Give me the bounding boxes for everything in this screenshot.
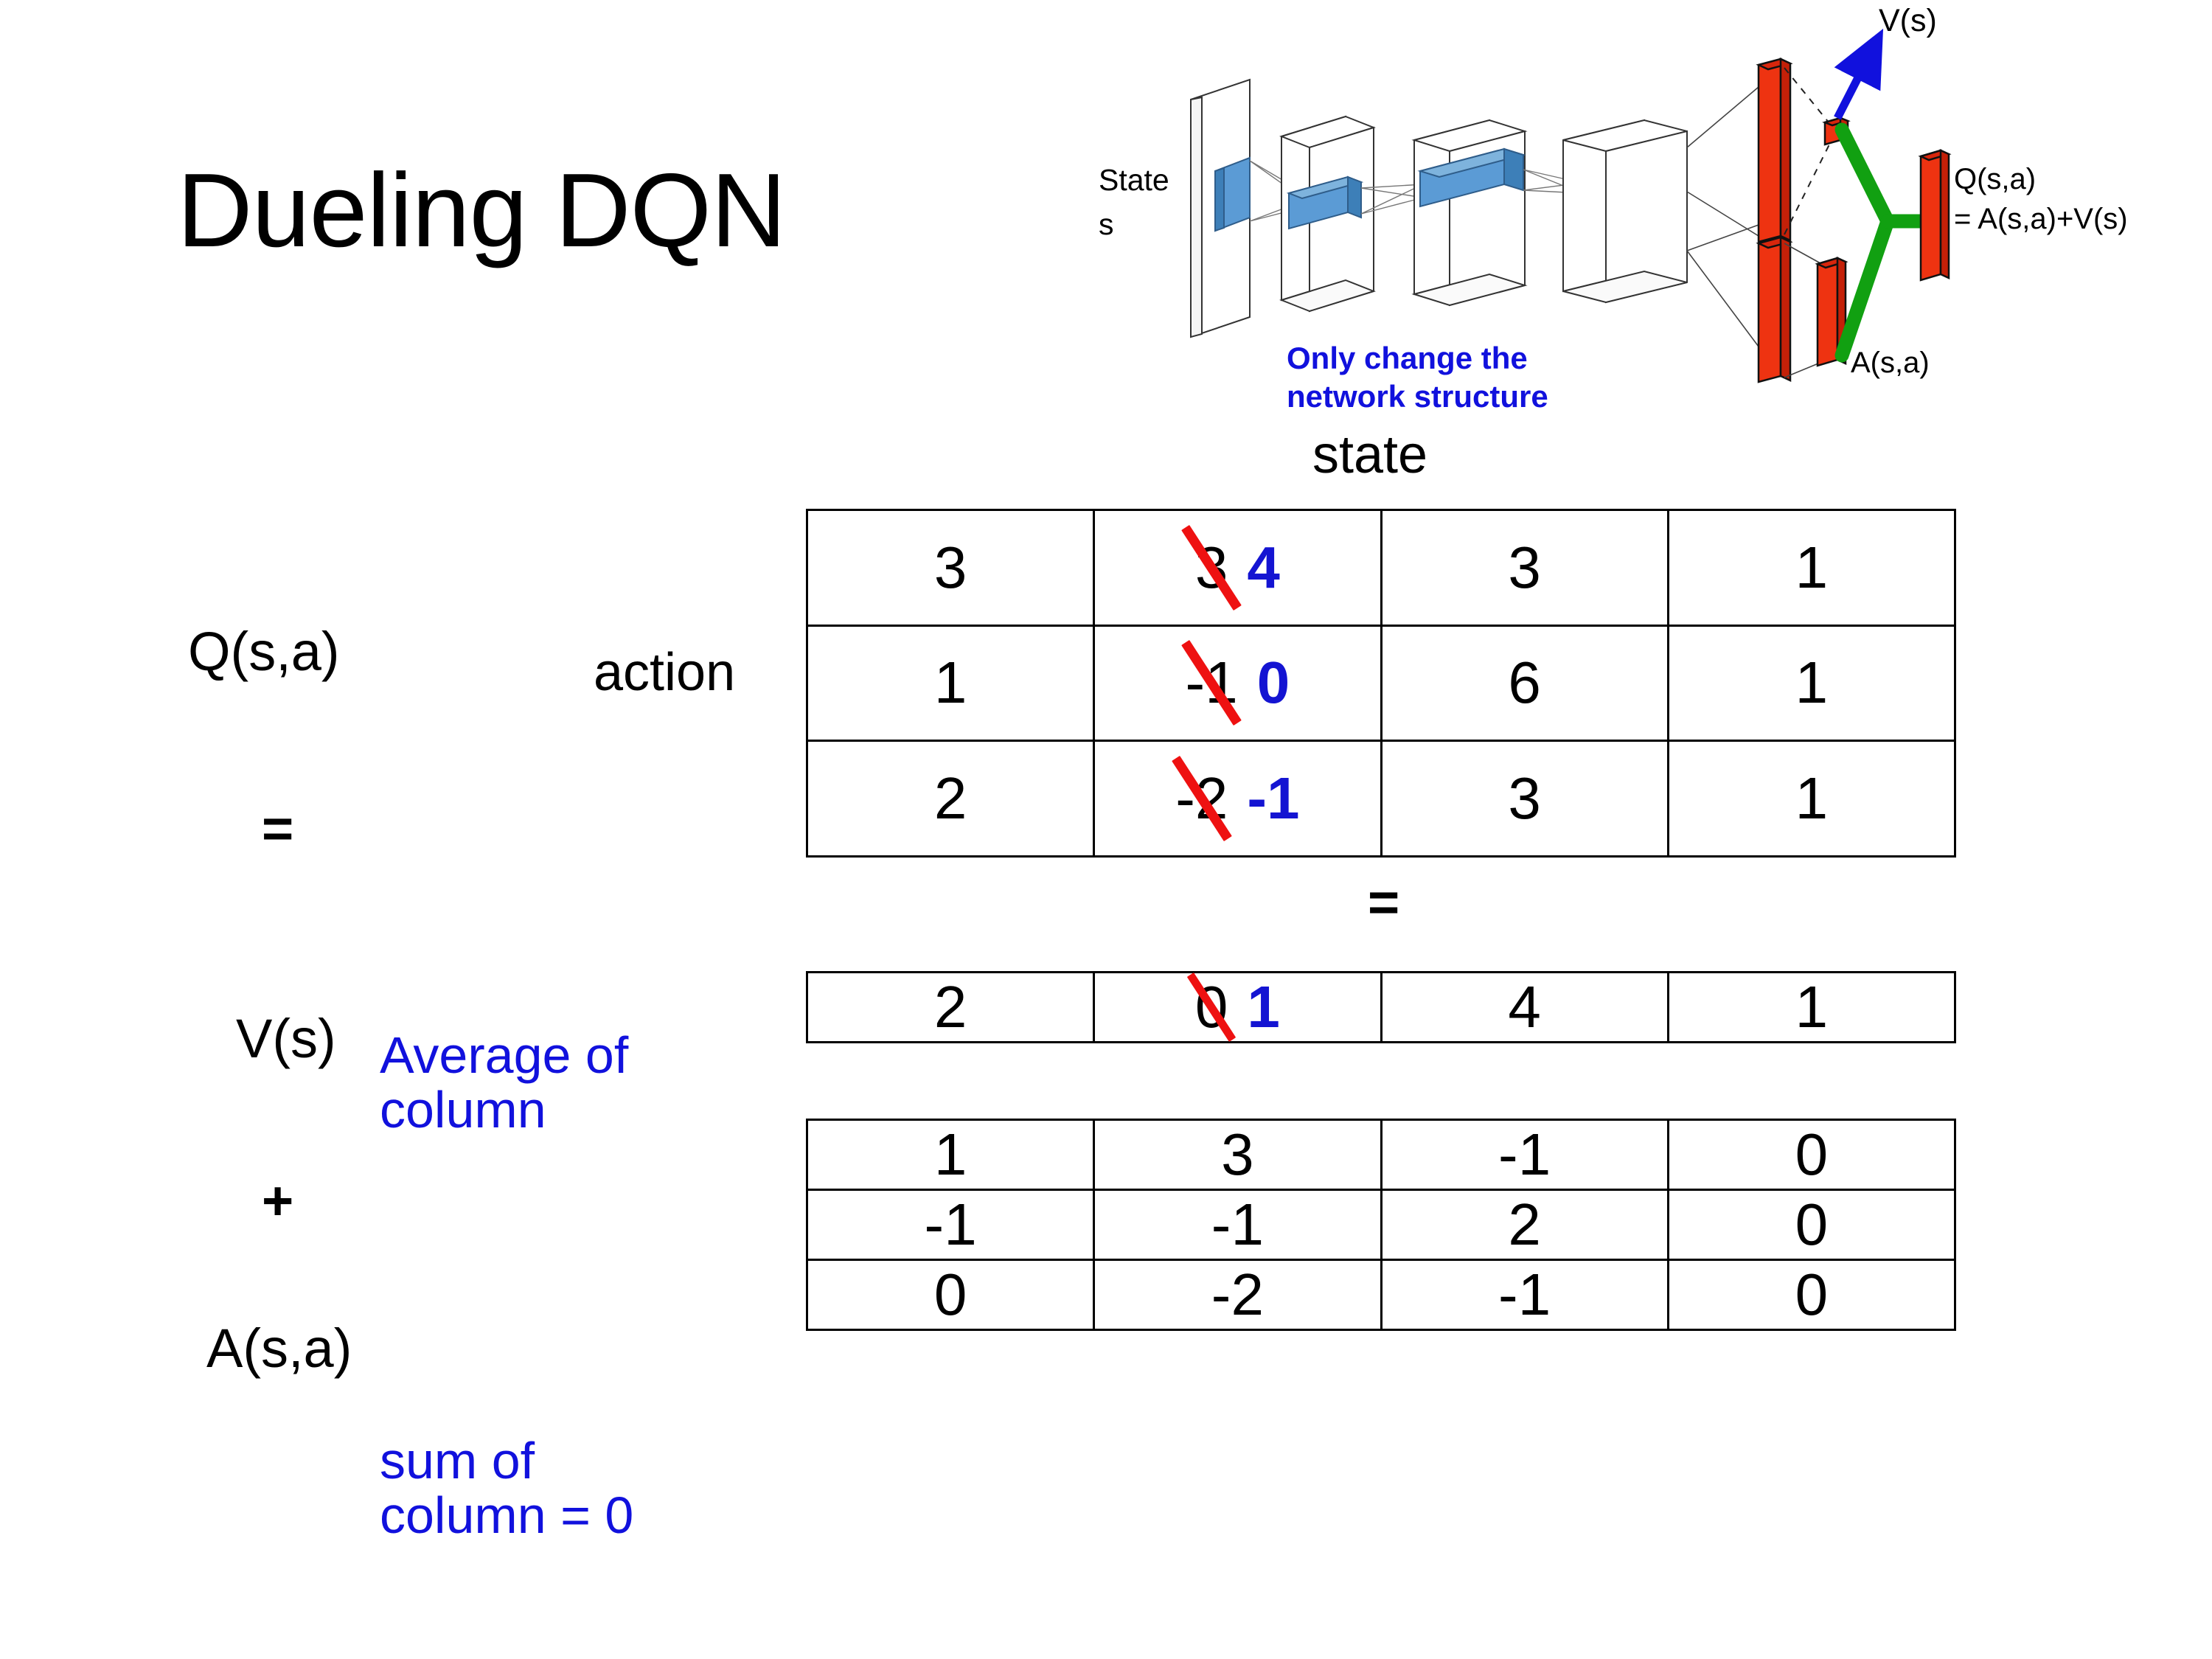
- a-table-label: A(s,a): [206, 1318, 352, 1379]
- table-cell: 0: [1666, 1119, 1956, 1191]
- plus-sign-left: +: [262, 1170, 294, 1231]
- corrected-new-value: 0: [1256, 650, 1290, 716]
- advantage-stream-label: A(s,a): [1851, 347, 1930, 379]
- advantage-vector-bar-icon: [1815, 257, 1848, 367]
- q-output-label-line1: Q(s,a): [1954, 163, 2036, 195]
- table-cell: 3: [806, 509, 1096, 627]
- table-cell: 1: [1666, 624, 1956, 742]
- average-of-column-note: Average of column: [380, 1026, 629, 1138]
- conv-block-1-icon: [1279, 115, 1377, 313]
- table-cell: 4: [1380, 971, 1669, 1043]
- table-cell: 01: [1093, 971, 1382, 1043]
- struck-old-value: 0: [1186, 972, 1237, 1043]
- table-cell: 0: [1666, 1259, 1956, 1331]
- corrected-new-value: 4: [1247, 534, 1280, 600]
- table-cell: -2: [1093, 1259, 1382, 1331]
- table-cell: 0: [806, 1259, 1096, 1331]
- value-arrow-icon: [1834, 28, 1884, 120]
- strikethrough-icon: [1171, 756, 1232, 842]
- table-cell: 3: [1380, 509, 1669, 627]
- diagram-note-line1: Only change the: [1287, 341, 1528, 375]
- equals-sign-middle: =: [1368, 872, 1403, 933]
- state-input-label-line1: State: [1099, 163, 1169, 197]
- table-cell: -1: [1093, 1189, 1382, 1261]
- q-table-label: Q(s,a): [188, 621, 340, 682]
- average-note-line2: column: [380, 1080, 546, 1138]
- table-cell: -1: [1380, 1259, 1669, 1331]
- advantage-stream-bar-icon: [1756, 236, 1793, 383]
- conv-filter-2-icon: [1417, 147, 1526, 208]
- table-cell: 3: [1380, 740, 1669, 858]
- table-cell: 1: [1666, 971, 1956, 1043]
- sum-note-line1: sum of: [380, 1432, 535, 1489]
- sum-of-column-note: sum of column = 0: [380, 1432, 634, 1544]
- table-cell: 0: [1666, 1189, 1956, 1261]
- equals-sign-left: =: [262, 798, 297, 859]
- struck-old-value: 3: [1181, 524, 1242, 611]
- table-cell: 1: [1666, 509, 1956, 627]
- page-title: Dueling DQN: [177, 152, 787, 269]
- average-note-line1: Average of: [380, 1026, 629, 1084]
- table-cell: -1: [806, 1189, 1096, 1261]
- corrected-new-value: -1: [1247, 765, 1300, 832]
- struck-old-value: -2: [1171, 756, 1232, 842]
- corrected-new-value: 1: [1247, 974, 1280, 1040]
- strikethrough-icon: [1181, 640, 1242, 726]
- state-input-label-line2: s: [1099, 207, 1114, 241]
- conv-filter-1-icon: [1286, 175, 1364, 230]
- conv-block-2-icon: [1411, 119, 1528, 307]
- dueling-network-diagram: V(s) A(s,a) Q(s,a) = A(s,a)+V(s) State s…: [1091, 0, 2212, 413]
- table-cell: 1: [1666, 740, 1956, 858]
- table-cell: -1: [1380, 1119, 1669, 1191]
- fc-block-icon: [1562, 119, 1688, 304]
- v-table-label: V(s): [236, 1008, 336, 1069]
- state-axis-label: state: [1312, 425, 1428, 484]
- diagram-note-line2: network structure: [1287, 379, 1548, 413]
- q-output-bar-icon: [1918, 149, 1952, 282]
- table-cell: 2: [806, 971, 1096, 1043]
- table-cell: 3: [1093, 1119, 1382, 1191]
- table-cell: 2: [1380, 1189, 1669, 1261]
- value-stream-label: V(s): [1879, 3, 1937, 38]
- strikethrough-icon: [1186, 972, 1237, 1043]
- value-stream-bar-icon: [1756, 58, 1793, 243]
- combine-connector-icon: [1834, 122, 1935, 363]
- v-value-table: 20141: [806, 971, 1956, 1043]
- sum-note-line2: column = 0: [380, 1486, 634, 1544]
- table-cell: -10: [1093, 624, 1382, 742]
- action-axis-label: action: [594, 643, 736, 702]
- table-cell: 1: [806, 624, 1096, 742]
- table-cell: 34: [1093, 509, 1382, 627]
- strikethrough-icon: [1181, 524, 1242, 611]
- struck-old-value: -1: [1181, 640, 1242, 726]
- input-filter-patch-icon: [1214, 156, 1251, 232]
- table-cell: 1: [806, 1119, 1096, 1191]
- table-cell: -2-1: [1093, 740, 1382, 858]
- q-output-label-line2: = A(s,a)+V(s): [1954, 203, 2128, 235]
- table-cell: 2: [806, 740, 1096, 858]
- table-cell: 6: [1380, 624, 1669, 742]
